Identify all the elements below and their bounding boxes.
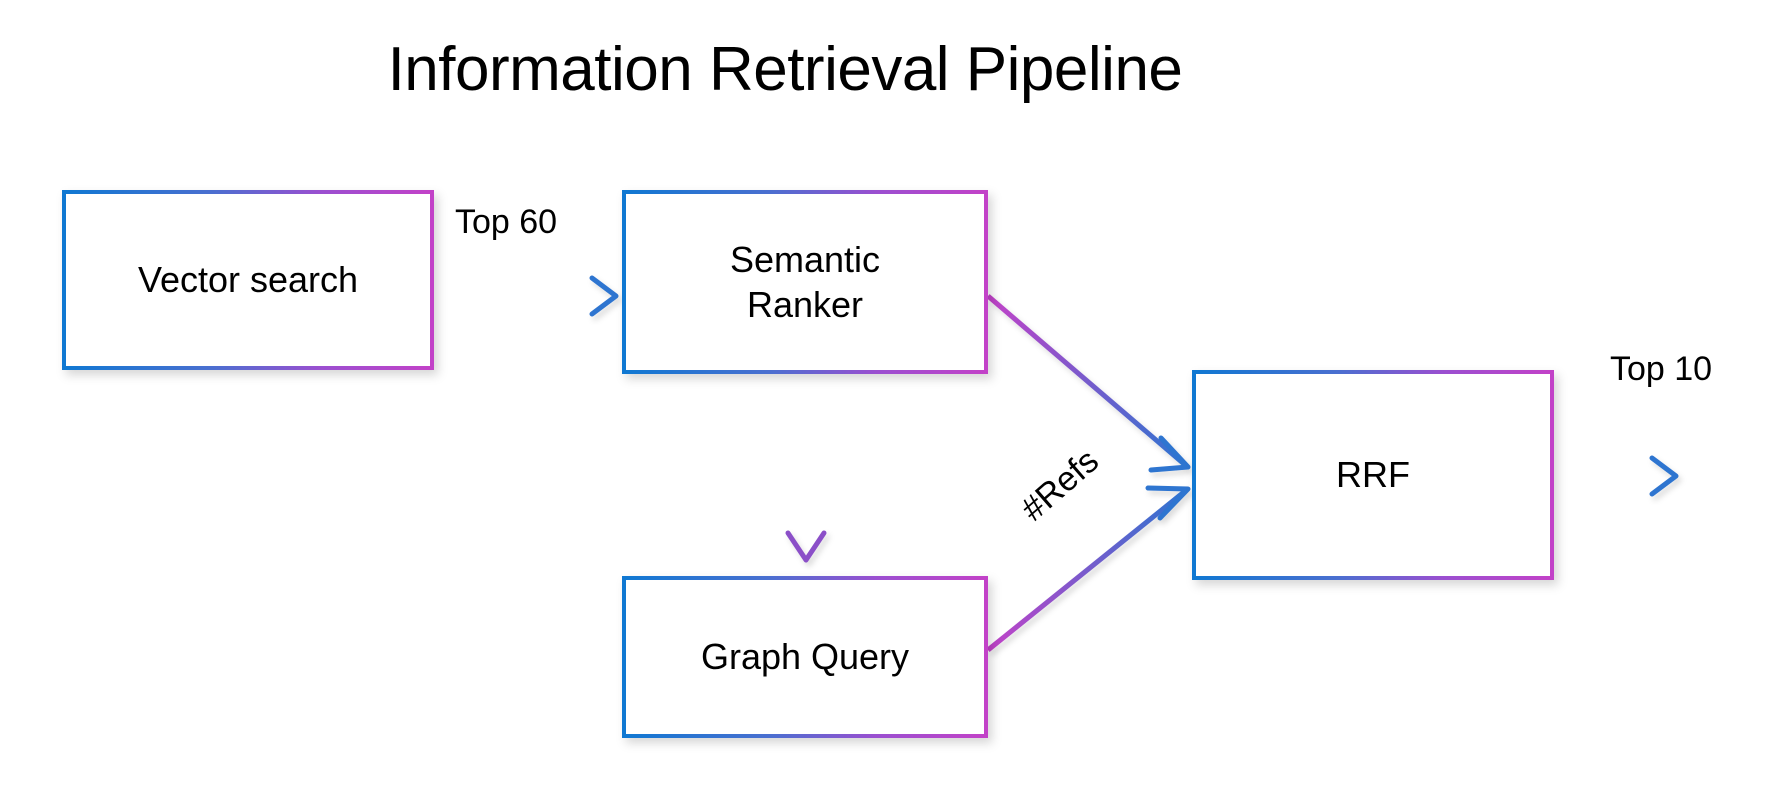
node-graph-query-label: Graph Query xyxy=(700,636,910,678)
edge-label-top10: Top 10 xyxy=(1610,350,1713,388)
edge-ranker-to-graph xyxy=(785,374,827,563)
node-semantic-ranker-label-line2: Ranker xyxy=(746,284,864,325)
node-vector-search-label: Vector search xyxy=(137,259,359,301)
edge-ranker-to-rrf xyxy=(986,294,1191,473)
edge-label-refs: #Refs xyxy=(1014,441,1106,529)
node-semantic-ranker[interactable]: Semantic Ranker xyxy=(622,190,988,374)
page-title: Information Retrieval Pipeline xyxy=(387,35,1183,104)
node-rrf-label: RRF xyxy=(1336,454,1410,496)
node-vector-search[interactable]: Vector search xyxy=(62,190,434,370)
node-rrf[interactable]: RRF xyxy=(1192,370,1554,580)
edge-rrf-output xyxy=(1554,455,1679,497)
edge-vector-to-ranker xyxy=(434,275,619,317)
node-semantic-ranker-label: Semantic Ranker xyxy=(730,237,880,328)
node-semantic-ranker-label-line1: Semantic xyxy=(729,238,881,280)
node-graph-query[interactable]: Graph Query xyxy=(622,576,988,738)
edge-graph-to-rrf xyxy=(986,485,1191,652)
edge-label-top60: Top 60 xyxy=(455,203,558,241)
